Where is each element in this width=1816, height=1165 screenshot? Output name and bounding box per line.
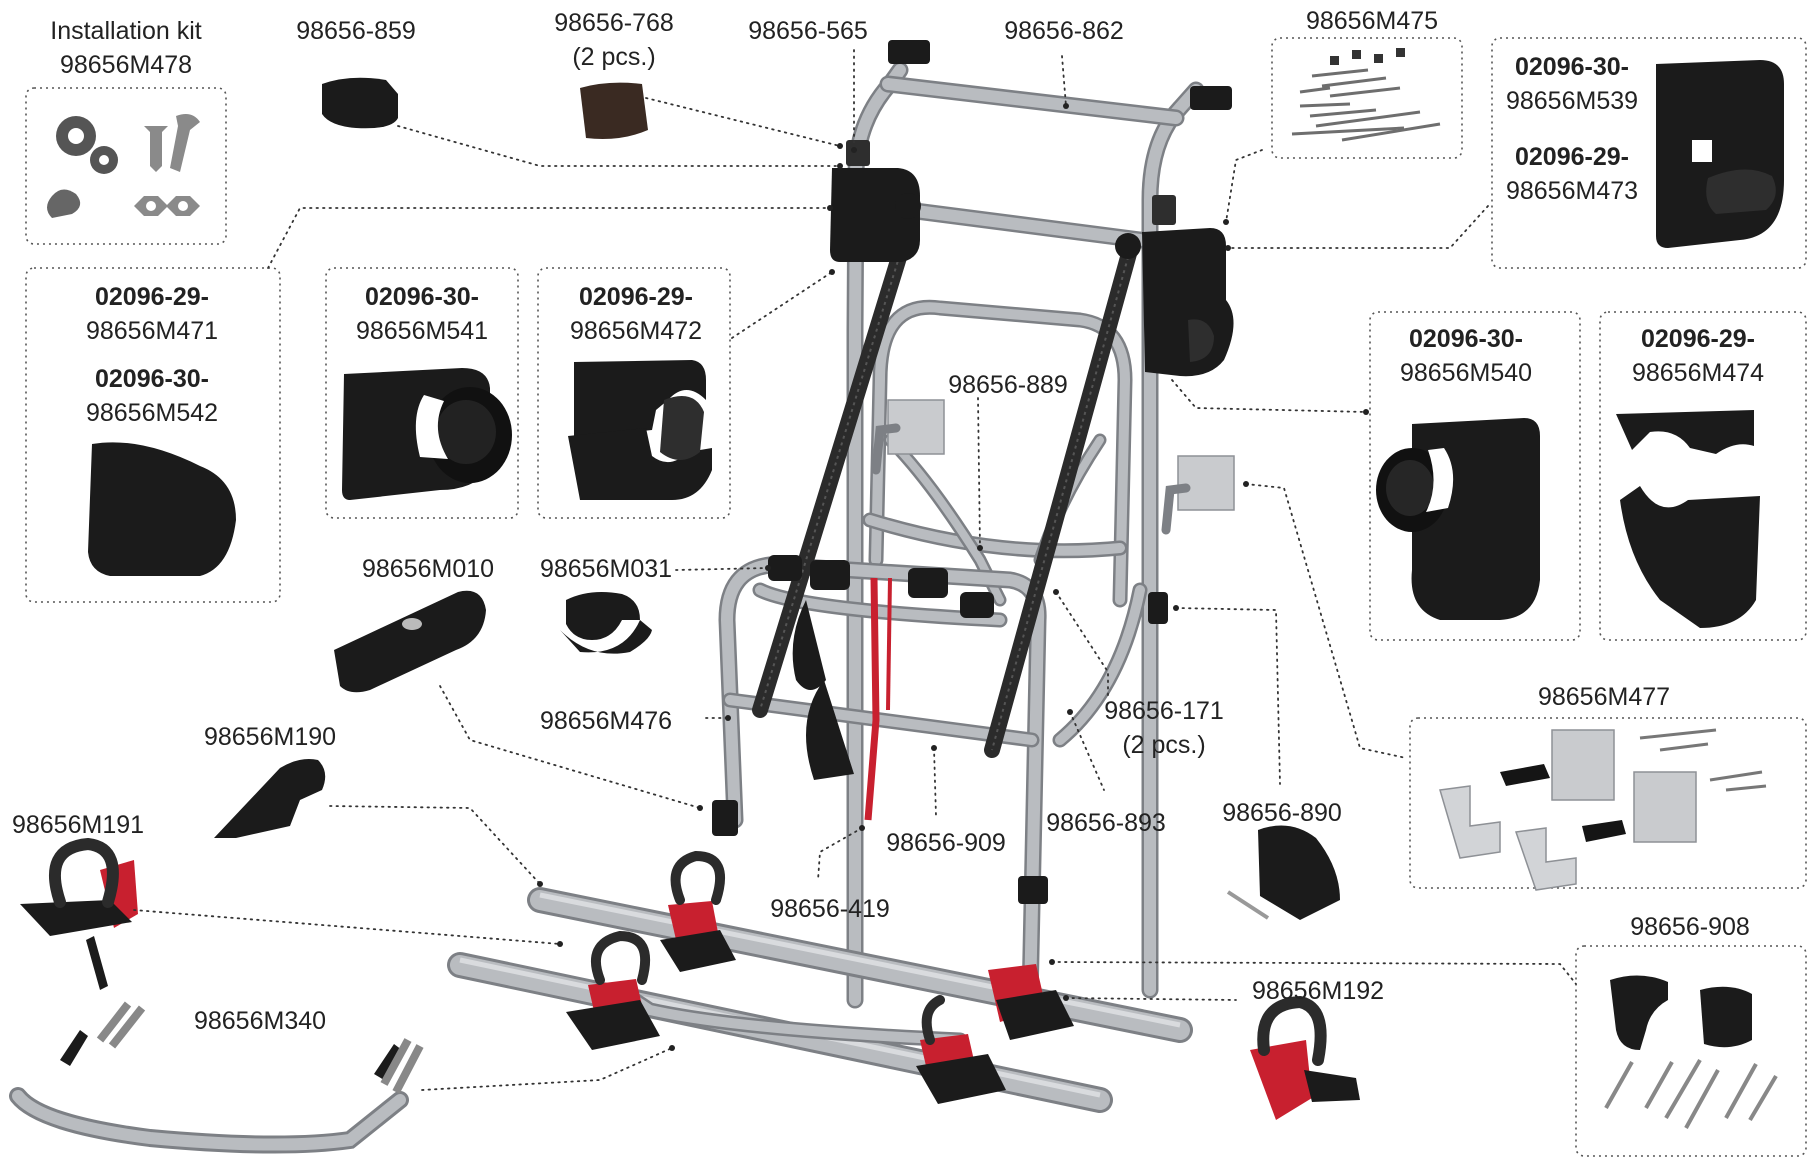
part-labels: Installation kit 98656M478 98656-859 986… [12, 7, 1764, 1035]
label-98656M472: 98656M472 [570, 317, 702, 345]
part-98656M340 [9, 1001, 424, 1154]
frame-clamps [712, 555, 1168, 904]
label-02096-30-c: 02096-30- [365, 283, 479, 311]
right-housing [1142, 228, 1234, 377]
part-98656-768 [580, 82, 648, 139]
label-98656M340: 98656M340 [194, 1007, 326, 1035]
box-98656M540 [1369, 311, 1581, 641]
individual-parts [9, 48, 1784, 1154]
part-98656M474 [1616, 410, 1754, 454]
part-98656M031 [566, 592, 640, 640]
box-98656M472 [537, 267, 731, 519]
label-02096-29-c: 02096-29- [579, 283, 693, 311]
part-98656M539-473 [1656, 60, 1784, 248]
label-98656M540: 98656M540 [1400, 359, 1532, 387]
label-02096-30-b: 02096-30- [95, 365, 209, 393]
part-98656-890 [1258, 825, 1340, 920]
label-98656M191: 98656M191 [12, 811, 144, 839]
label-98656-171-qty: (2 pcs.) [1122, 731, 1205, 759]
wheel-holders [566, 850, 1074, 1104]
label-98656-565: 98656-565 [748, 17, 868, 45]
label-98656-893: 98656-893 [1046, 809, 1166, 837]
label-02096-29-a: 02096-29- [1515, 143, 1629, 171]
label-98656M478: 98656M478 [60, 51, 192, 79]
group-boxes [25, 37, 1807, 1157]
part-98656M477 [1439, 728, 1767, 891]
box-98656M541 [325, 267, 519, 519]
part-98656M472 [574, 360, 706, 438]
part-98656M190 [214, 759, 326, 838]
part-98656M542 [88, 442, 236, 576]
box-98656M475 [1271, 37, 1463, 159]
part-98656-859 [322, 77, 398, 129]
label-98656M192: 98656M192 [1252, 977, 1384, 1005]
label-98656-862: 98656-862 [1004, 17, 1124, 45]
installation-kit-icons [47, 114, 200, 218]
label-98656-889: 98656-889 [948, 371, 1068, 399]
label-98656M471: 98656M471 [86, 317, 218, 345]
box-98656M477 [1409, 717, 1807, 889]
label-02096-29-b: 02096-29- [95, 283, 209, 311]
leader-lines [133, 49, 1577, 1091]
part-98656M191 [20, 837, 138, 990]
label-98656-908: 98656-908 [1630, 913, 1750, 941]
box-installation-kit [25, 87, 227, 245]
label-98656-768-qty: (2 pcs.) [572, 43, 655, 71]
box-98656-908 [1575, 945, 1807, 1157]
label-98656-419: 98656-419 [770, 895, 890, 923]
part-98656-908 [1604, 975, 1778, 1129]
part-98656M010 [334, 590, 486, 693]
label-98656M539: 98656M539 [1506, 87, 1638, 115]
part-98656M475 [1291, 48, 1441, 142]
label-98656M475: 98656M475 [1306, 7, 1438, 35]
label-98656M542: 98656M542 [86, 399, 218, 427]
label-98656-859: 98656-859 [296, 17, 416, 45]
label-98656-768: 98656-768 [554, 9, 674, 37]
label-98656M190: 98656M190 [204, 723, 336, 751]
box-98656M539-473 [1491, 37, 1807, 269]
label-02096-30-a: 02096-30- [1515, 53, 1629, 81]
label-98656M031: 98656M031 [540, 555, 672, 583]
box-98656M471-542 [25, 267, 281, 603]
label-98656-909: 98656-909 [886, 829, 1006, 857]
part-98656M192 [1250, 995, 1360, 1120]
left-housing [830, 168, 920, 262]
bike-carrier-assembly [447, 40, 1235, 1113]
label-98656-890: 98656-890 [1222, 799, 1342, 827]
label-98656M541: 98656M541 [356, 317, 488, 345]
label-98656M477: 98656M477 [1538, 683, 1670, 711]
label-98656M473: 98656M473 [1506, 177, 1638, 205]
label-installation-kit: Installation kit [50, 17, 202, 45]
label-98656M010: 98656M010 [362, 555, 494, 583]
label-98656M476: 98656M476 [540, 707, 672, 735]
label-02096-30-d: 02096-30- [1409, 325, 1523, 353]
label-02096-29-d: 02096-29- [1641, 325, 1755, 353]
label-98656-171: 98656-171 [1104, 697, 1224, 725]
label-98656M474: 98656M474 [1632, 359, 1764, 387]
main-frame [718, 61, 1205, 1009]
